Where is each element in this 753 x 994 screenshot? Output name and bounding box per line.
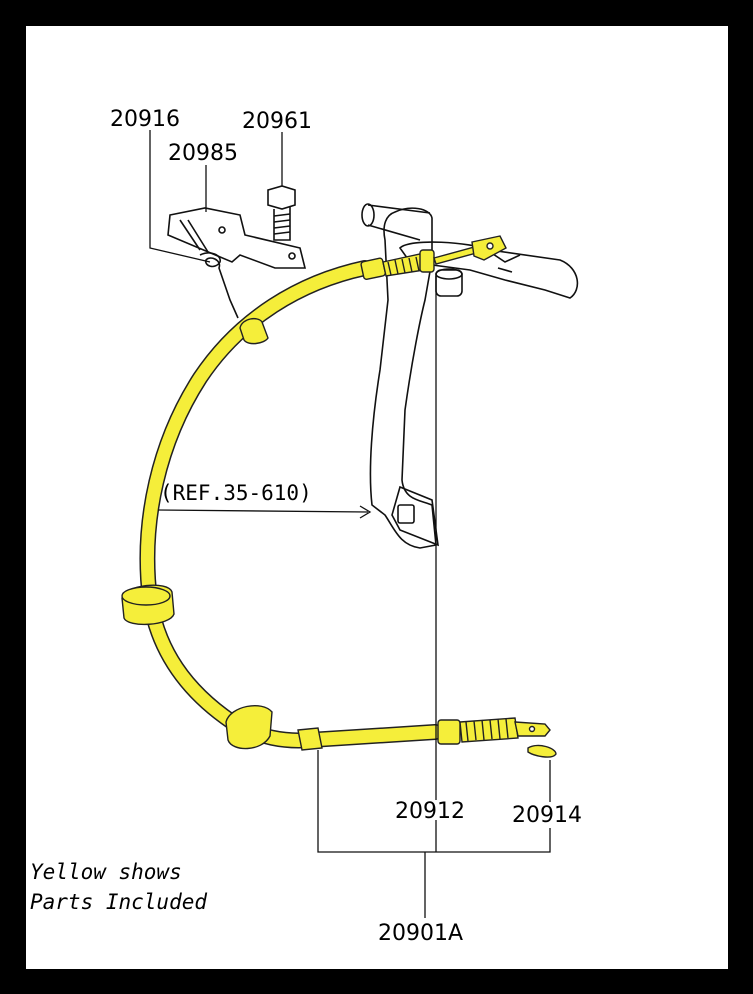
legend-line-2: Parts Included [30, 890, 208, 914]
reference-label: (REF.35-610) [160, 481, 312, 505]
part-number-20901A: 20901A [378, 921, 463, 946]
part-number-20961: 20961 [242, 109, 312, 134]
clutch-pedal-assembly [361, 203, 579, 549]
part-number-20912: 20912 [395, 799, 465, 824]
diagram-paper [26, 26, 728, 969]
leader-lines [149, 130, 551, 918]
part-number-20914: 20914 [512, 803, 582, 828]
part-number-20985: 20985 [168, 141, 238, 166]
frame-shadow [728, 26, 753, 994]
cable-bracket [167, 207, 307, 319]
bolt [267, 185, 296, 241]
part-number-20916: 20916 [110, 107, 180, 132]
legend-line-1: Yellow shows [30, 860, 182, 884]
clutch-cable-20901A [121, 235, 557, 758]
